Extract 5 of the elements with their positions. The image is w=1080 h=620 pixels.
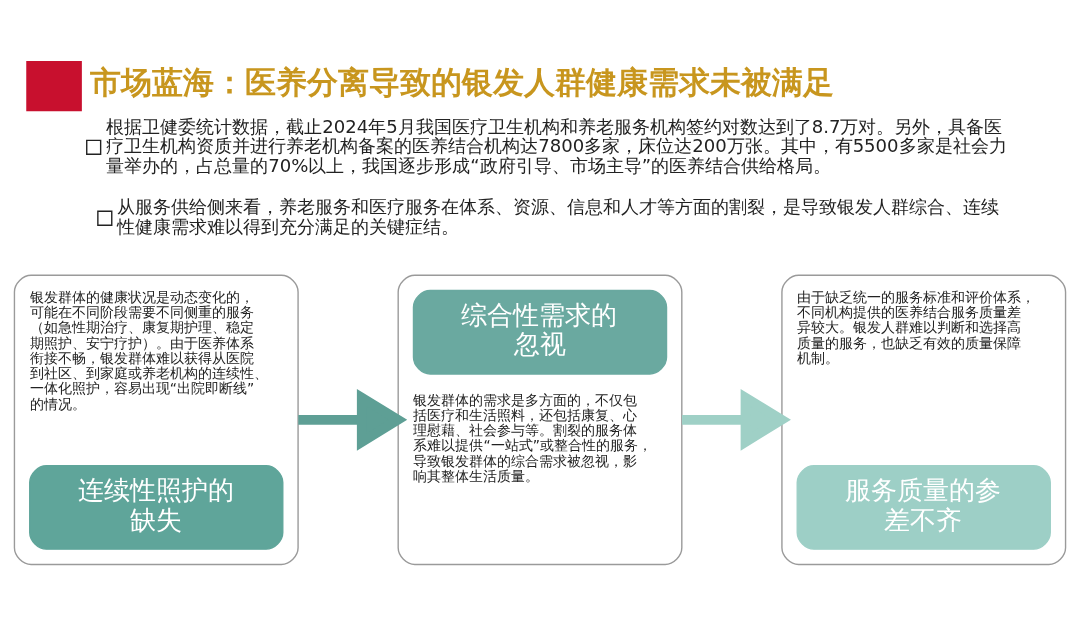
label: 从服务供给侧来看，养老服务和医疗服务在体系、资源、信息和人才等方面的割裂，是导致银发人群综合、连续性健康需求难以得到充分满足的关键症结。 [117,196,1000,237]
arrow [298,389,408,451]
arrow [682,389,791,451]
diagram-title: 市场蓝海：医养分离导致的银发人群健康需求未被满足 [90,64,835,100]
label: 根据卫健委统计数据，截止2024年5月我国医疗卫生机构和养老服务机构签约对数达到了8.7万对。另外，具备医疗卫生机构资质并进行养老机构备案的医养结合机构达7800多家，床位达200万张。其中，有5500多家是社会力量举办的，占总量的70%以上，我国逐步形成“政府引导、市场主导”的医养结合供给格局。 [106,115,1007,176]
